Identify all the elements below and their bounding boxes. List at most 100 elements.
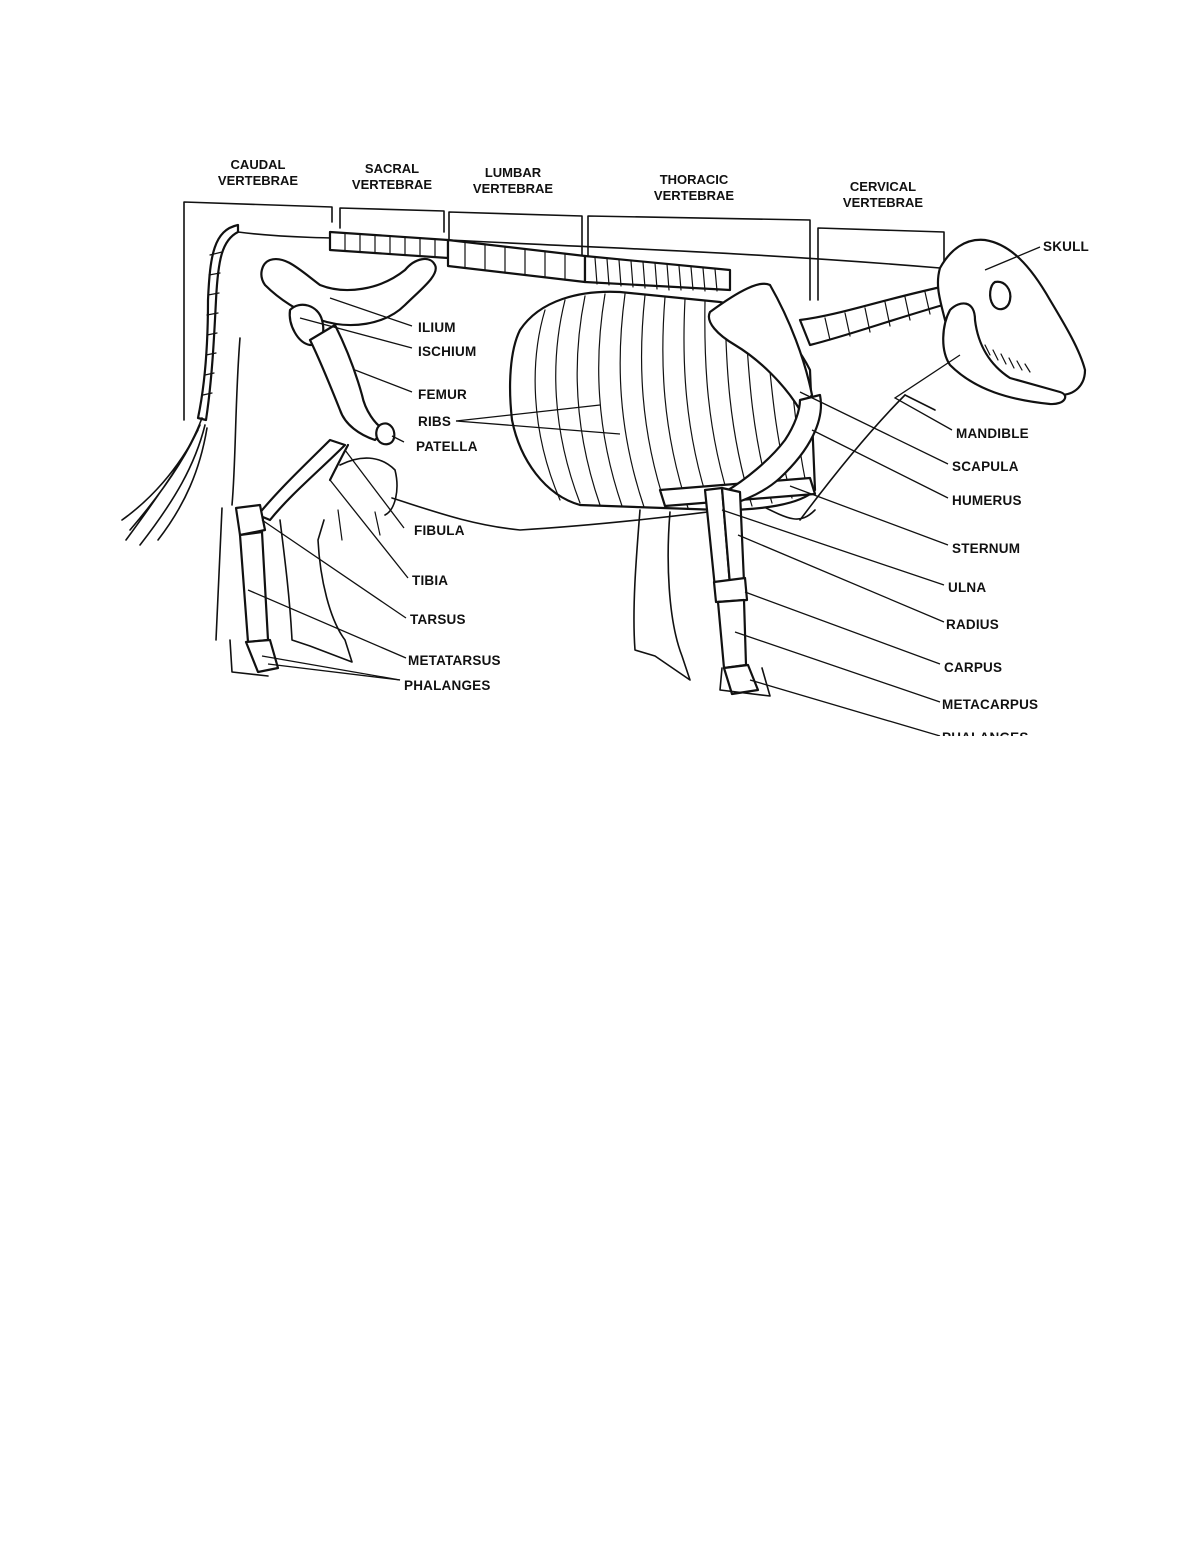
leader-humerus xyxy=(811,429,949,499)
leader-ulna xyxy=(721,509,945,586)
header-caudal-line2: VERTEBRAE xyxy=(218,173,299,188)
far-hind-leg xyxy=(279,519,353,663)
label-fibula: FIBULA xyxy=(414,523,465,538)
femur-bone xyxy=(308,323,387,442)
patella-bone xyxy=(375,422,396,446)
label-ilium: ILIUM xyxy=(418,320,456,335)
header-thoracic-line2: VERTEBRAE xyxy=(654,188,735,203)
header-cervical-line1: CERVICAL xyxy=(850,179,916,194)
leader-sternum xyxy=(789,485,949,546)
label-femur: FEMUR xyxy=(418,387,467,402)
fore-hoof xyxy=(719,667,771,697)
tibia-bone xyxy=(256,438,347,522)
label-humerus: HUMERUS xyxy=(952,493,1022,508)
leader-skull xyxy=(984,246,1041,271)
leader-tibia xyxy=(329,479,409,579)
skull xyxy=(936,238,1087,406)
tarsus-bone xyxy=(234,503,267,537)
label-ischium: ISCHIUM xyxy=(418,344,476,359)
caudal-vertebrae xyxy=(196,223,240,422)
leader-mandible xyxy=(893,354,961,431)
leader-metacarpus xyxy=(734,631,941,703)
udder-teat-2 xyxy=(374,511,381,536)
vertebrae-brackets xyxy=(183,201,945,421)
vertebrae-headers: CAUDAL VERTEBRAE SACRAL VERTEBRAE LUMBAR… xyxy=(218,157,924,210)
label-tibia: TIBIA xyxy=(412,573,448,588)
thoracic-spines xyxy=(594,257,718,292)
header-cervical-line2: VERTEBRAE xyxy=(843,195,924,210)
bracket-cervical xyxy=(817,227,945,301)
fore-phalanges xyxy=(722,663,760,696)
sacral-segments xyxy=(344,232,436,258)
hind-hoof xyxy=(229,639,269,677)
header-caudal-line1: CAUDAL xyxy=(231,157,286,172)
tail-switch xyxy=(121,417,208,546)
header-thoracic-line1: THORACIC xyxy=(660,172,729,187)
tail-segments xyxy=(202,251,223,396)
leader-phalanges-hind-1 xyxy=(261,655,401,681)
label-ulna: ULNA xyxy=(948,580,986,595)
back-outline xyxy=(237,231,941,269)
label-sternum: STERNUM xyxy=(952,541,1020,556)
label-scapula: SCAPULA xyxy=(952,459,1019,474)
leader-ilium xyxy=(329,297,413,327)
leader-tarsus xyxy=(261,519,407,619)
cervical-vertebrae xyxy=(798,283,962,347)
spine xyxy=(328,230,962,347)
label-carpus: CARPUS xyxy=(944,660,1002,675)
fibula-bone xyxy=(328,443,350,482)
label-phalanges-hind: PHALANGES xyxy=(404,678,491,693)
metatarsus-bone xyxy=(238,530,270,644)
leader-ribs-2 xyxy=(455,420,621,435)
leader-phalanges-hind-2 xyxy=(267,663,401,681)
bracket-sacral xyxy=(339,207,445,233)
leader-carpus xyxy=(744,591,941,665)
label-patella: PATELLA xyxy=(416,439,478,454)
far-fore-leg xyxy=(633,509,691,681)
leader-ribs-1 xyxy=(455,404,601,422)
label-radius: RADIUS xyxy=(946,617,999,632)
header-sacral-line1: SACRAL xyxy=(365,161,419,176)
eye-socket xyxy=(989,280,1012,311)
label-mandible: MANDIBLE xyxy=(956,426,1029,441)
cervical-segments xyxy=(824,291,931,341)
label-metacarpus: METACARPUS xyxy=(942,697,1038,712)
pelvis xyxy=(260,257,437,347)
far-hind-leg-inner xyxy=(215,507,223,641)
belly-outline xyxy=(391,497,816,531)
ilium-bone xyxy=(260,257,437,327)
bracket-thoracic xyxy=(587,215,811,301)
lumbar-segments xyxy=(464,241,566,281)
sacral-vertebrae xyxy=(328,230,450,260)
leader-lines xyxy=(247,246,1041,737)
leader-phalanges-fore xyxy=(749,679,941,737)
label-ribs: RIBS xyxy=(418,414,451,429)
scapula-bone xyxy=(707,282,814,412)
leader-radius xyxy=(737,534,945,623)
leader-scapula xyxy=(799,391,949,465)
udder-teat-1 xyxy=(337,509,343,541)
leader-ischium xyxy=(299,317,413,349)
label-metatarsus: METATARSUS xyxy=(408,653,501,668)
mandible-bone xyxy=(942,302,1067,406)
header-lumbar-line2: VERTEBRAE xyxy=(473,181,554,196)
bracket-lumbar xyxy=(448,211,583,259)
hind-limb xyxy=(215,323,396,677)
teeth xyxy=(984,344,1031,373)
tail xyxy=(121,223,240,546)
label-tarsus: TARSUS xyxy=(410,612,466,627)
label-skull: SKULL xyxy=(1043,239,1089,254)
header-sacral-line2: VERTEBRAE xyxy=(352,177,433,192)
leader-metatarsus xyxy=(247,589,407,659)
body-outline xyxy=(231,231,941,541)
header-lumbar-line1: LUMBAR xyxy=(485,165,542,180)
dewlap xyxy=(904,394,936,411)
neck-underside xyxy=(799,394,906,521)
carpus-bone xyxy=(712,576,749,604)
bracket-caudal xyxy=(183,201,333,421)
crop-mask xyxy=(900,736,1100,766)
udder-outline xyxy=(339,457,398,516)
leader-femur xyxy=(354,369,413,393)
leader-fibula xyxy=(344,449,405,529)
